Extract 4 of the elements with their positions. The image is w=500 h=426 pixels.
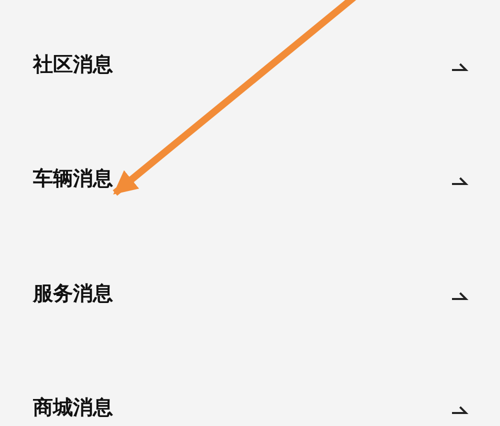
menu-item-label: 车辆消息 xyxy=(33,165,113,191)
menu-item-label: 社区消息 xyxy=(33,51,113,77)
menu-item-label: 服务消息 xyxy=(33,280,113,306)
menu-item-label: 商城消息 xyxy=(33,394,113,420)
